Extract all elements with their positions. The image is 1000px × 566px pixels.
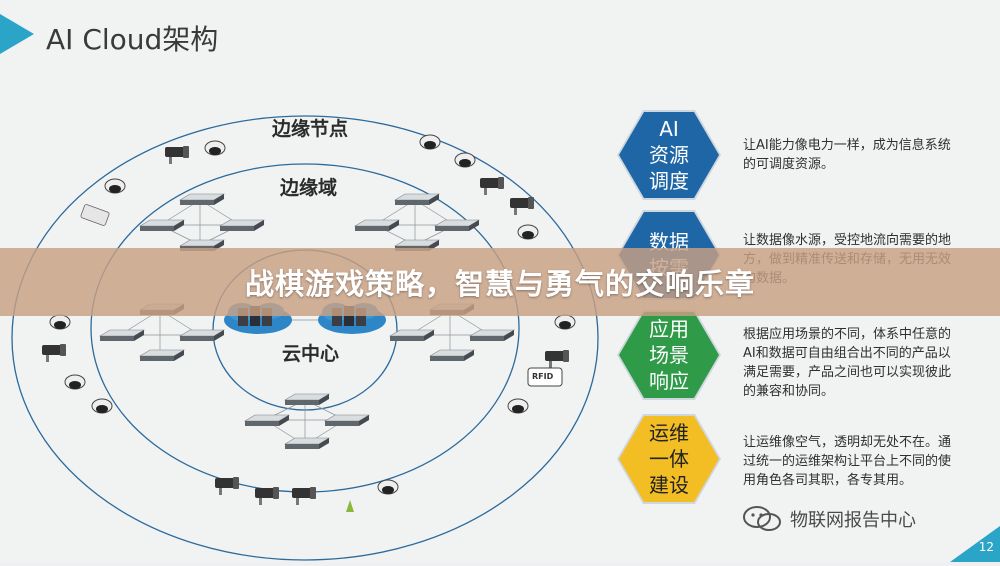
overlay-banner: 战棋游戏策略，智慧与勇气的交响乐章 bbox=[0, 248, 1000, 316]
cloud-center-label: 云中心 bbox=[282, 343, 340, 365]
edge-node-label: 边缘节点 bbox=[272, 118, 349, 140]
rfid-tag-label: RFID bbox=[532, 372, 554, 381]
page-number-badge: 12 bbox=[950, 526, 1000, 562]
feature-description-ops-integration: 让运维像空气，透明却无处不在。通过统一的运维架构让平台上不同的使用角色各司其职，… bbox=[743, 435, 952, 488]
page-number: 12 bbox=[978, 540, 994, 554]
feature-description-scenario-response: 根据应用场景的不同，体系中任意的AI和数据可自由组合出不同的产品以满足需要，产品… bbox=[743, 327, 952, 399]
watermark: 物联网报告中心 bbox=[742, 506, 916, 532]
title-accent-triangle bbox=[0, 14, 34, 54]
edge-domain-label: 边缘域 bbox=[280, 177, 338, 199]
rings-diagram bbox=[11, 115, 599, 561]
feature-hex-ai-scheduling: AI 资源 调度 bbox=[619, 112, 719, 198]
feature-hex-scenario-response: 应用 场景 响应 bbox=[619, 312, 719, 398]
slide-title: AI Cloud架构 bbox=[46, 23, 219, 56]
banner-text: 战棋游戏策略，智慧与勇气的交响乐章 bbox=[244, 267, 755, 301]
watermark-text: 物联网报告中心 bbox=[790, 510, 916, 531]
feature-hex-ops-integration: 运维 一体 建设 bbox=[619, 416, 719, 502]
architecture-diagram: 边缘节点 边缘域 云中心 RFID bbox=[0, 80, 615, 562]
feature-description-ai-scheduling: 让AI能力像电力一样，成为信息系统的可调度资源。 bbox=[743, 138, 951, 172]
wechat-icon bbox=[743, 506, 781, 531]
